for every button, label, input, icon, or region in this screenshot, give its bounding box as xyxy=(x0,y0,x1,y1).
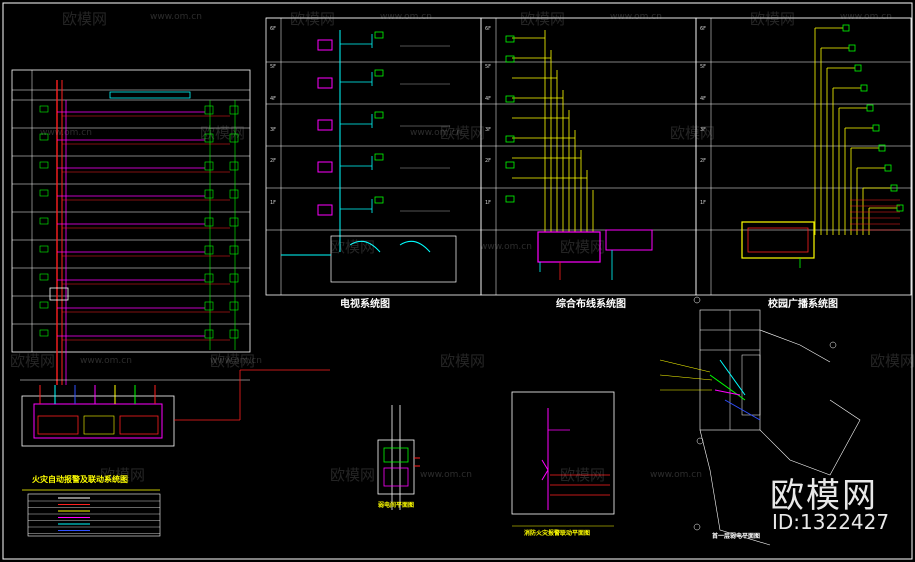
fire-alarm-system-title: 火灾自动报警及联动系统图 xyxy=(32,475,128,484)
floor-label: 4F xyxy=(485,96,492,102)
watermark-url: www.om.cn xyxy=(610,12,662,22)
watermark-logo: 欧模网 xyxy=(10,352,56,370)
fire-alarm-diagram xyxy=(11,69,330,537)
watermark-logo: 欧模网 xyxy=(670,124,716,142)
watermark-logo: 欧模网 xyxy=(330,238,376,256)
watermark-logo: 欧模网 xyxy=(560,466,606,484)
watermark-url: www.om.cn xyxy=(210,356,262,366)
fire-alarm-riser-title: 消防火灾报警联动平面图 xyxy=(524,530,591,537)
watermark-url: www.om.cn xyxy=(80,356,132,366)
watermark-url: www.om.cn xyxy=(480,242,532,252)
floor-label: 5F xyxy=(270,64,277,70)
tv-system-title: 电视系统图 xyxy=(340,299,390,310)
tv-system-diagram xyxy=(265,17,482,296)
watermark-logo: 欧模网 xyxy=(560,238,606,256)
watermark-logo: 欧模网 xyxy=(100,466,146,484)
watermark-url: www.om.cn xyxy=(650,470,702,480)
watermark-logo: 欧模网 xyxy=(750,10,796,28)
watermark-url: www.om.cn xyxy=(380,12,432,22)
floor-label: 3F xyxy=(700,127,707,133)
watermark-id: ID:1322427 xyxy=(772,510,890,534)
weak-room-title: 弱电间平面图 xyxy=(378,502,415,509)
floor-label: 1F xyxy=(700,200,707,206)
weak-room-diagram xyxy=(377,405,420,510)
floor-label: 2F xyxy=(485,158,492,164)
floor-label: 3F xyxy=(485,127,492,133)
floor-label: 1F xyxy=(485,200,492,206)
watermark-url: www.om.cn xyxy=(40,128,92,138)
watermark-url: www.om.cn xyxy=(420,470,472,480)
watermark-url: www.om.cn xyxy=(150,12,202,22)
floor-plan-title: 首一层弱电平面图 xyxy=(712,533,761,540)
floor-label: 2F xyxy=(270,158,277,164)
watermark-url: www.om.cn xyxy=(410,128,462,138)
watermark-logo: 欧模网 xyxy=(440,352,486,370)
watermark-logo: 欧模网 xyxy=(870,352,915,370)
floor-label: 6F xyxy=(485,26,492,32)
broadcast-system-diagram xyxy=(695,17,912,296)
fire-alarm-riser-diagram xyxy=(511,391,615,527)
floor-label: 6F xyxy=(700,26,707,32)
watermark-logo: 欧模网 xyxy=(200,124,246,142)
floor-label: 2F xyxy=(700,158,707,164)
floor-label: 1F xyxy=(270,200,277,206)
floor-label: 4F xyxy=(270,96,277,102)
floor-label: 6F xyxy=(270,26,277,32)
watermark-logo: 欧模网 xyxy=(440,124,486,142)
watermark-url: www.om.cn xyxy=(840,12,892,22)
cabling-system-title: 综合布线系统图 xyxy=(556,299,626,310)
watermark-logo: 欧模网 xyxy=(330,466,376,484)
floor-label: 4F xyxy=(700,96,707,102)
floor-label: 3F xyxy=(270,127,277,133)
watermark-logo: 欧模网 xyxy=(290,10,336,28)
floor-label: 5F xyxy=(485,64,492,70)
watermark-logo: 欧模网 xyxy=(62,10,108,28)
watermark-logo: 欧模网 xyxy=(520,10,566,28)
broadcast-system-title: 校园广播系统图 xyxy=(768,299,838,310)
floor-plan-diagram xyxy=(659,296,861,546)
floor-label: 5F xyxy=(700,64,707,70)
watermark-logo-large: 欧模网 xyxy=(770,476,878,516)
cabling-system-diagram xyxy=(480,17,697,296)
watermark-logo: 欧模网 xyxy=(210,352,256,370)
